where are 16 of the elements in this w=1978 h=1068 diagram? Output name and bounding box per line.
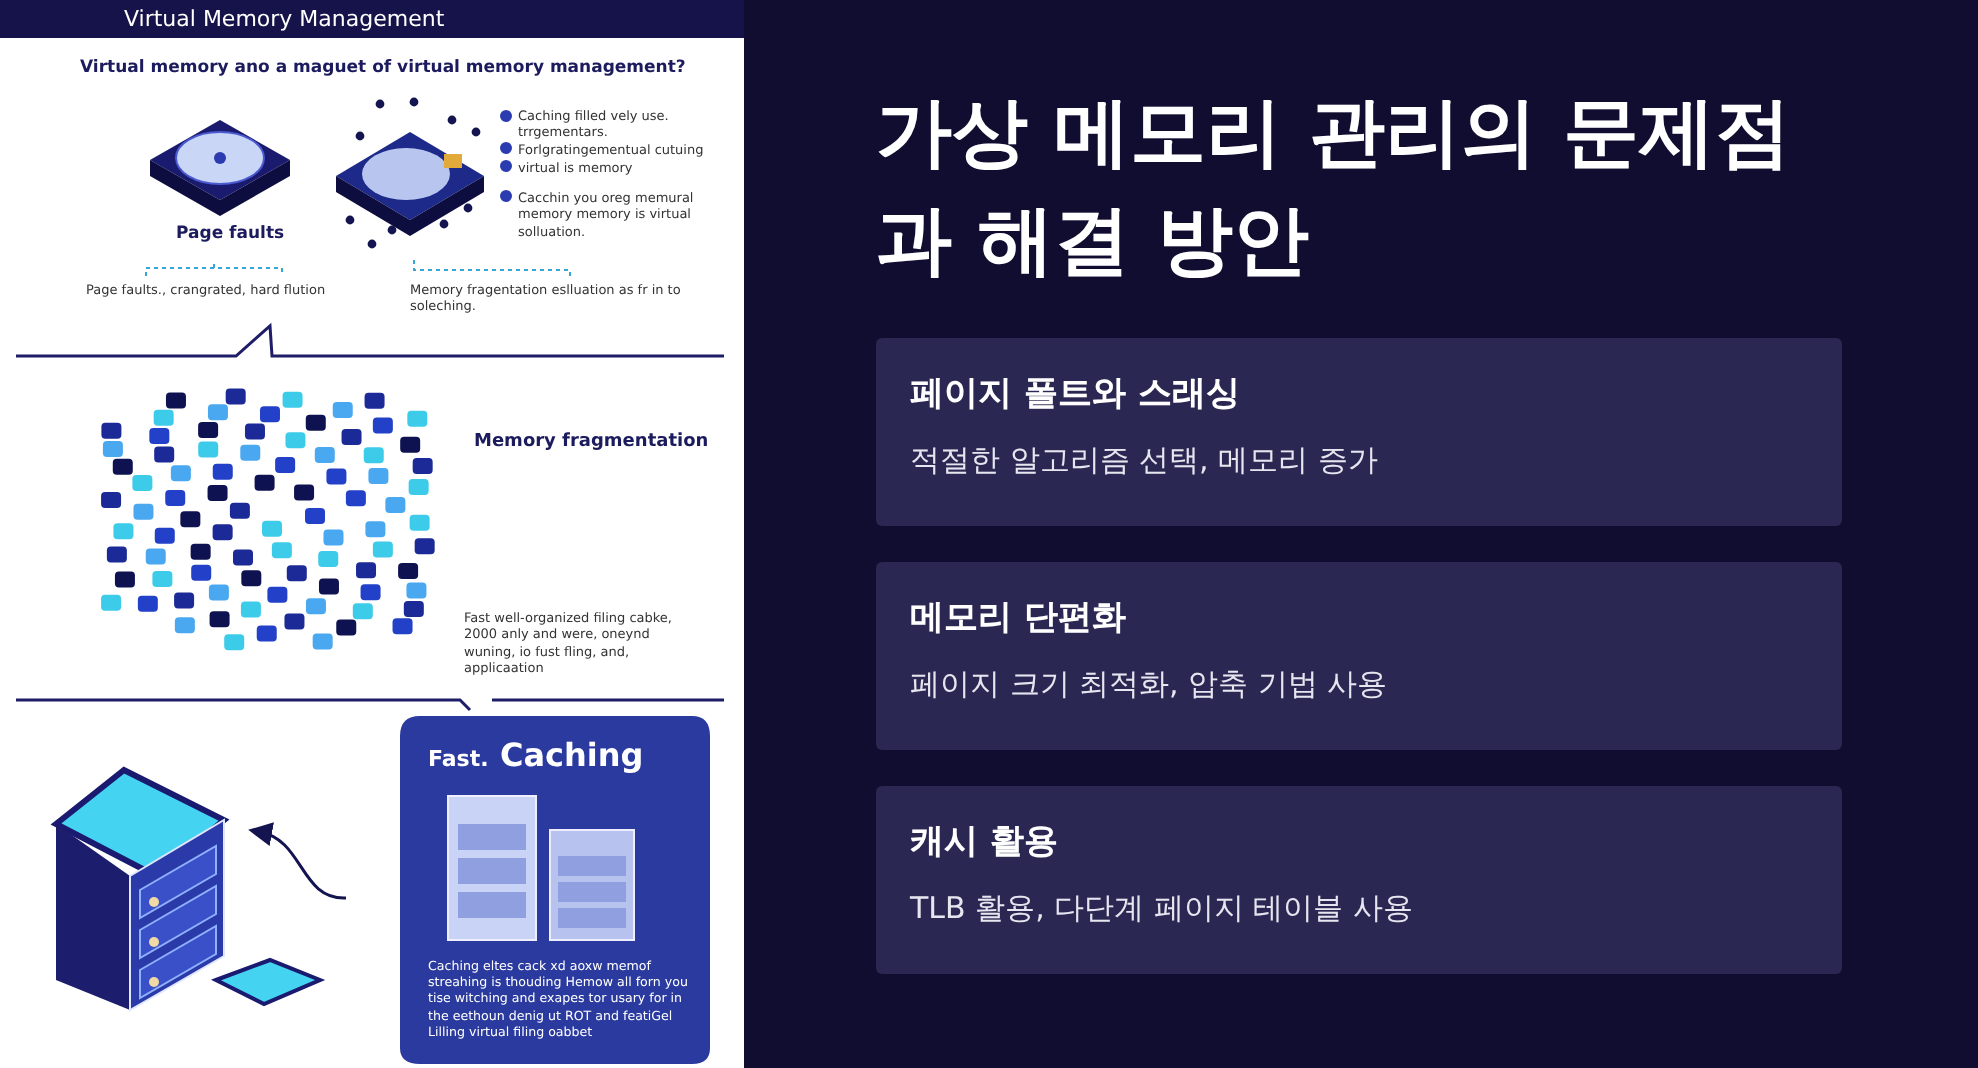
section-heading: Page faults — [176, 224, 285, 247]
card-text: 페이지 크기 최적화, 압축 기법 사용 — [910, 666, 1388, 704]
solution-card — [876, 562, 1842, 750]
card-text: 적절한 알고리즘 선택, 메모리 증가 — [910, 442, 1378, 480]
header-title: Virtual Memory Management — [124, 6, 445, 35]
card-heading: 페이지 폴트와 스래싱 — [910, 372, 1240, 416]
card-heading: 메모리 단편화 — [910, 596, 1126, 640]
solution-card — [876, 338, 1842, 526]
card-heading: 캐시 활용 — [910, 820, 1058, 864]
slide-title: 가상 메모리 관리의 문제점과 해결 방안 — [876, 86, 1794, 288]
panel-heading: Caching — [500, 736, 644, 778]
solution-card — [876, 786, 1842, 974]
panel-subtitle: Fast. — [428, 746, 489, 775]
section-heading: Memory fragmentation — [474, 432, 709, 456]
question-heading: Virtual memory ano a maguet of virtual memory management? — [80, 58, 688, 81]
card-text: TLB 활용, 다단계 페이지 테이블 사용 — [910, 890, 1413, 928]
